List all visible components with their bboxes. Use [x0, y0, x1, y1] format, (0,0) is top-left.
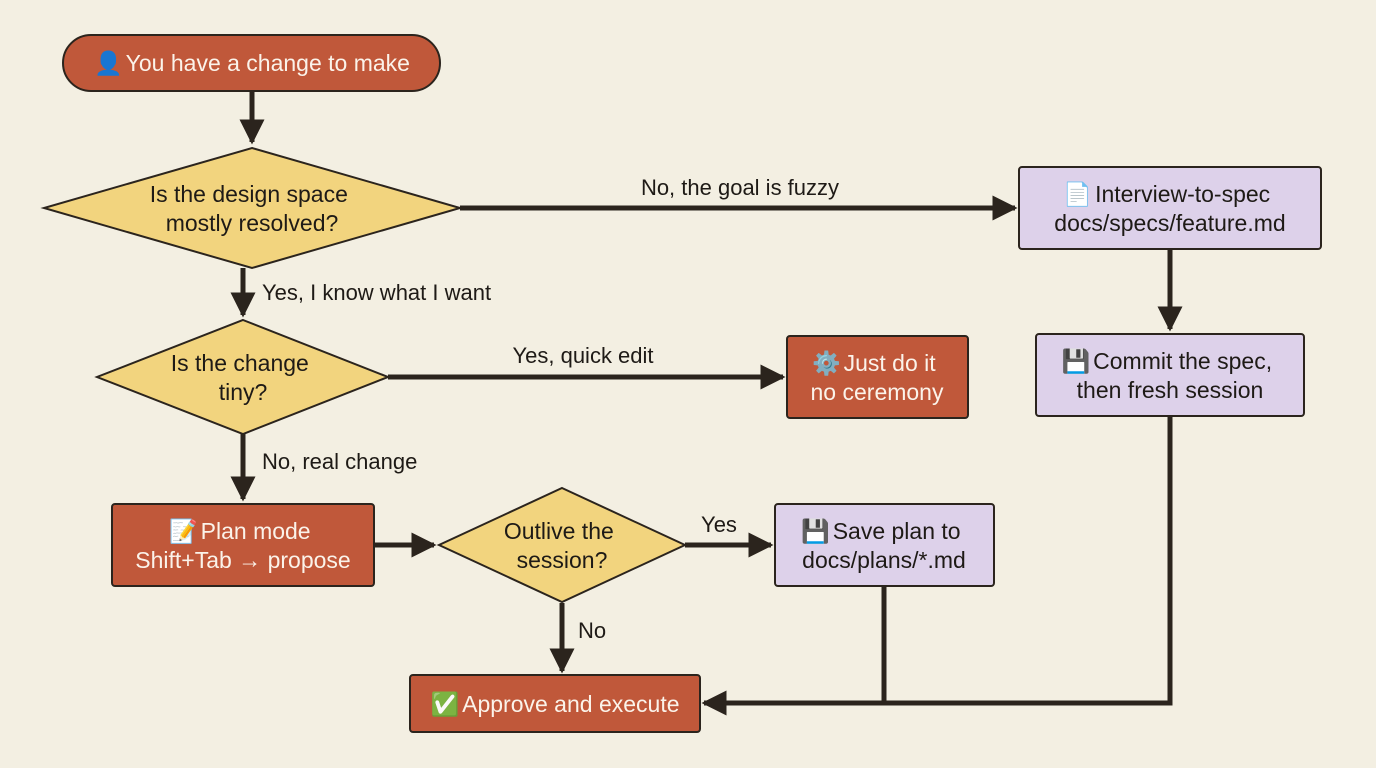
interview-to-spec-shape — [1018, 166, 1322, 250]
arrow-commit-to-approve — [701, 416, 1173, 716]
save-plan-line-1: 💾Save plan to — [801, 518, 961, 545]
just-do-it-line-2: no ceremony — [811, 379, 944, 405]
floppy-disk-icon: 💾 — [1062, 348, 1091, 375]
tiny-change-decision: Is the change tiny? — [94, 318, 391, 436]
just-do-it-node: ⚙️Just do it no ceremony — [786, 335, 969, 419]
tiny-change-line-2: tiny? — [219, 379, 268, 405]
just-do-it-line-1: ⚙️Just do it — [812, 350, 936, 377]
outlive-session-decision-shape — [436, 486, 688, 604]
floppy-disk-icon: 💾 — [801, 518, 830, 545]
start-node-text: You have a change to make — [126, 50, 410, 76]
plan-mode-line-1: 📝Plan mode — [169, 518, 311, 545]
outlive-session-line-1: Outlive the — [504, 518, 614, 544]
start-node-label: 👤You have a change to make — [94, 50, 410, 77]
save-plan-line-2: docs/plans/*.md — [802, 547, 966, 573]
design-space-decision: Is the design space mostly resolved? — [40, 146, 464, 270]
commit-spec-node: 💾Commit the spec, then fresh session — [1035, 333, 1305, 417]
edge-label-goal-fuzzy: No, the goal is fuzzy — [641, 175, 839, 200]
plan-mode-line-2: Shift+Tab → propose — [135, 547, 350, 573]
tiny-change-decision-shape — [94, 318, 391, 436]
check-mark-icon: ✅ — [430, 691, 459, 718]
person-icon: 👤 — [94, 50, 123, 77]
just-do-it-label: ⚙️Just do it no ceremony — [811, 350, 944, 405]
approve-execute-node: ✅Approve and execute — [409, 674, 701, 733]
interview-to-spec-label: 📄Interview-to-spec docs/specs/feature.md — [1054, 181, 1285, 236]
edge-label-quick-edit: Yes, quick edit — [512, 343, 653, 368]
start-node-shape — [62, 34, 441, 92]
design-space-line-1: Is the design space — [150, 181, 348, 207]
interview-to-spec-line-2: docs/specs/feature.md — [1054, 210, 1285, 236]
commit-spec-title: Commit the spec, — [1093, 348, 1272, 374]
tiny-change-decision-label: Is the change tiny? — [171, 350, 316, 405]
just-do-it-title: Just do it — [844, 350, 937, 376]
edge-label-know-want: Yes, I know what I want — [262, 280, 491, 305]
memo-icon: 📝 — [169, 518, 198, 545]
approve-execute-label: ✅Approve and execute — [430, 691, 679, 718]
outlive-session-line-2: session? — [517, 547, 608, 573]
plan-mode-node: 📝Plan mode Shift+Tab → propose — [111, 503, 375, 587]
save-plan-shape — [774, 503, 995, 587]
approve-execute-text: Approve and execute — [462, 691, 679, 717]
start-node: 👤You have a change to make — [62, 34, 441, 92]
tiny-change-line-1: Is the change — [171, 350, 309, 376]
commit-spec-label: 💾Commit the spec, then fresh session — [1062, 348, 1279, 403]
save-plan-node: 💾Save plan to docs/plans/*.md — [774, 503, 995, 587]
commit-spec-line-2: then fresh session — [1077, 377, 1264, 403]
gear-icon: ⚙️ — [812, 350, 841, 377]
document-icon: 📄 — [1063, 181, 1092, 208]
just-do-it-shape — [786, 335, 969, 419]
design-space-decision-shape — [40, 146, 464, 270]
interview-to-spec-title: Interview-to-spec — [1095, 181, 1270, 207]
design-space-line-2: mostly resolved? — [166, 210, 339, 236]
interview-to-spec-node: 📄Interview-to-spec docs/specs/feature.md — [1018, 166, 1322, 250]
edge-labels: No, the goal is fuzzy Yes, I know what I… — [262, 175, 839, 643]
commit-spec-shape — [1035, 333, 1305, 417]
commit-spec-line-1: 💾Commit the spec, — [1062, 348, 1273, 375]
edge-label-real-change: No, real change — [262, 449, 417, 474]
outlive-session-decision-label: Outlive the session? — [504, 518, 620, 573]
plan-mode-label: 📝Plan mode Shift+Tab → propose — [135, 518, 350, 573]
plan-mode-title: Plan mode — [201, 518, 311, 544]
plan-mode-shape — [111, 503, 375, 587]
save-plan-label: 💾Save plan to docs/plans/*.md — [801, 518, 967, 573]
edge-label-no: No — [578, 618, 606, 643]
design-space-decision-label: Is the design space mostly resolved? — [150, 181, 355, 236]
approve-execute-shape — [409, 674, 701, 733]
outlive-session-decision: Outlive the session? — [436, 486, 688, 604]
edge-label-yes: Yes — [701, 512, 737, 537]
save-plan-title: Save plan to — [833, 518, 961, 544]
connectors — [230, 92, 1183, 716]
interview-to-spec-line-1: 📄Interview-to-spec — [1063, 181, 1270, 208]
